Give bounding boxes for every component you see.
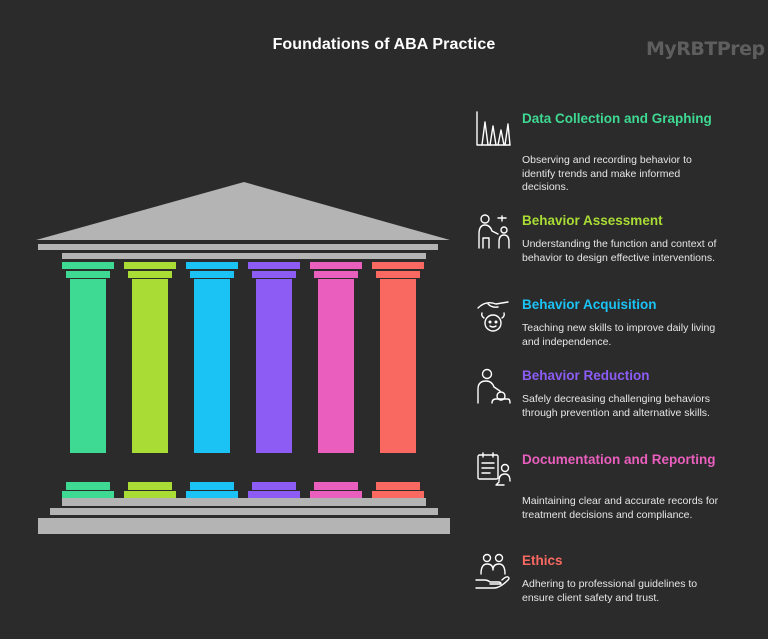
pillar-item-documentation: Documentation and Reporting Maintaining …: [474, 451, 754, 541]
column-base-upper: [314, 482, 358, 490]
column-base: [248, 491, 300, 498]
column-capital-top: [372, 262, 424, 269]
column-capital: [314, 271, 358, 278]
temple-base-step-3: [38, 518, 450, 534]
item-description: Maintaining clear and accurate records f…: [522, 495, 719, 521]
temple-roof: [36, 182, 450, 240]
temple-column: [372, 262, 424, 498]
column-shaft: [132, 279, 168, 453]
pillar-item-ethics: Ethics Adhering to professional guidelin…: [474, 552, 754, 612]
column-capital-top: [124, 262, 176, 269]
column-shaft: [318, 279, 354, 453]
assessment-icon: [478, 214, 510, 249]
temple-base-step-1: [62, 498, 426, 506]
item-heading: Behavior Reduction: [522, 368, 650, 383]
reduction-icon: [477, 368, 511, 404]
item-heading: Behavior Assessment: [522, 213, 663, 228]
item-description: Adhering to professional guidelines to e…: [522, 578, 698, 604]
watermark-logo: MyRBTPrep: [646, 38, 765, 60]
pillar-item-behavior-acquisition: Behavior Acquisition Teaching new skills…: [474, 296, 754, 356]
temple-column: [186, 262, 238, 498]
temple-column: [124, 262, 176, 498]
temple-base-step-2: [50, 508, 438, 515]
column-base: [372, 491, 424, 498]
column-capital-top: [310, 262, 362, 269]
column-base: [310, 491, 362, 498]
item-heading: Documentation and Reporting: [522, 452, 716, 467]
temple-column: [62, 262, 114, 498]
column-base: [186, 491, 238, 498]
column-capital-top: [62, 262, 114, 269]
item-description: Safely decreasing challenging behaviors …: [522, 393, 710, 419]
page-title: Foundations of ABA Practice: [272, 36, 496, 53]
column-base-upper: [252, 482, 296, 490]
column-base-upper: [376, 482, 420, 490]
item-description: Observing and recording behavior to iden…: [522, 154, 692, 193]
clipboard-icon: [477, 452, 511, 486]
column-base-upper: [66, 482, 110, 490]
temple-roof-band-1: [38, 244, 438, 250]
pillar-item-behavior-reduction: Behavior Reduction Safely decreasing cha…: [474, 367, 754, 437]
column-capital: [252, 271, 296, 278]
temple-diagram: [36, 182, 450, 534]
temple-column: [310, 262, 362, 498]
column-base-upper: [128, 482, 172, 490]
pillar-item-behavior-assessment: Behavior Assessment Understanding the fu…: [474, 212, 754, 282]
column-base: [124, 491, 176, 498]
bar-graph-icon: [476, 111, 511, 146]
column-capital: [66, 271, 110, 278]
column-capital-top: [186, 262, 238, 269]
column-base-upper: [190, 482, 234, 490]
temple-column: [248, 262, 300, 498]
item-heading: Ethics: [522, 553, 563, 568]
item-description: Understanding the function and context o…: [522, 238, 717, 264]
column-capital: [190, 271, 234, 278]
column-shaft: [70, 279, 106, 453]
column-shaft: [256, 279, 292, 453]
item-heading: Behavior Acquisition: [522, 297, 657, 312]
temple-roof-band-2: [62, 253, 426, 259]
column-capital: [128, 271, 172, 278]
column-shaft: [380, 279, 416, 453]
column-capital-top: [248, 262, 300, 269]
pillar-item-data-collection: Data Collection and Graphing Observing a…: [474, 110, 754, 200]
column-base: [62, 491, 114, 498]
column-shaft: [194, 279, 230, 453]
teaching-hand-icon: [477, 301, 509, 332]
care-hand-icon: [475, 553, 510, 589]
item-heading: Data Collection and Graphing: [522, 111, 712, 126]
column-capital: [376, 271, 420, 278]
item-description: Teaching new skills to improve daily liv…: [522, 322, 716, 348]
